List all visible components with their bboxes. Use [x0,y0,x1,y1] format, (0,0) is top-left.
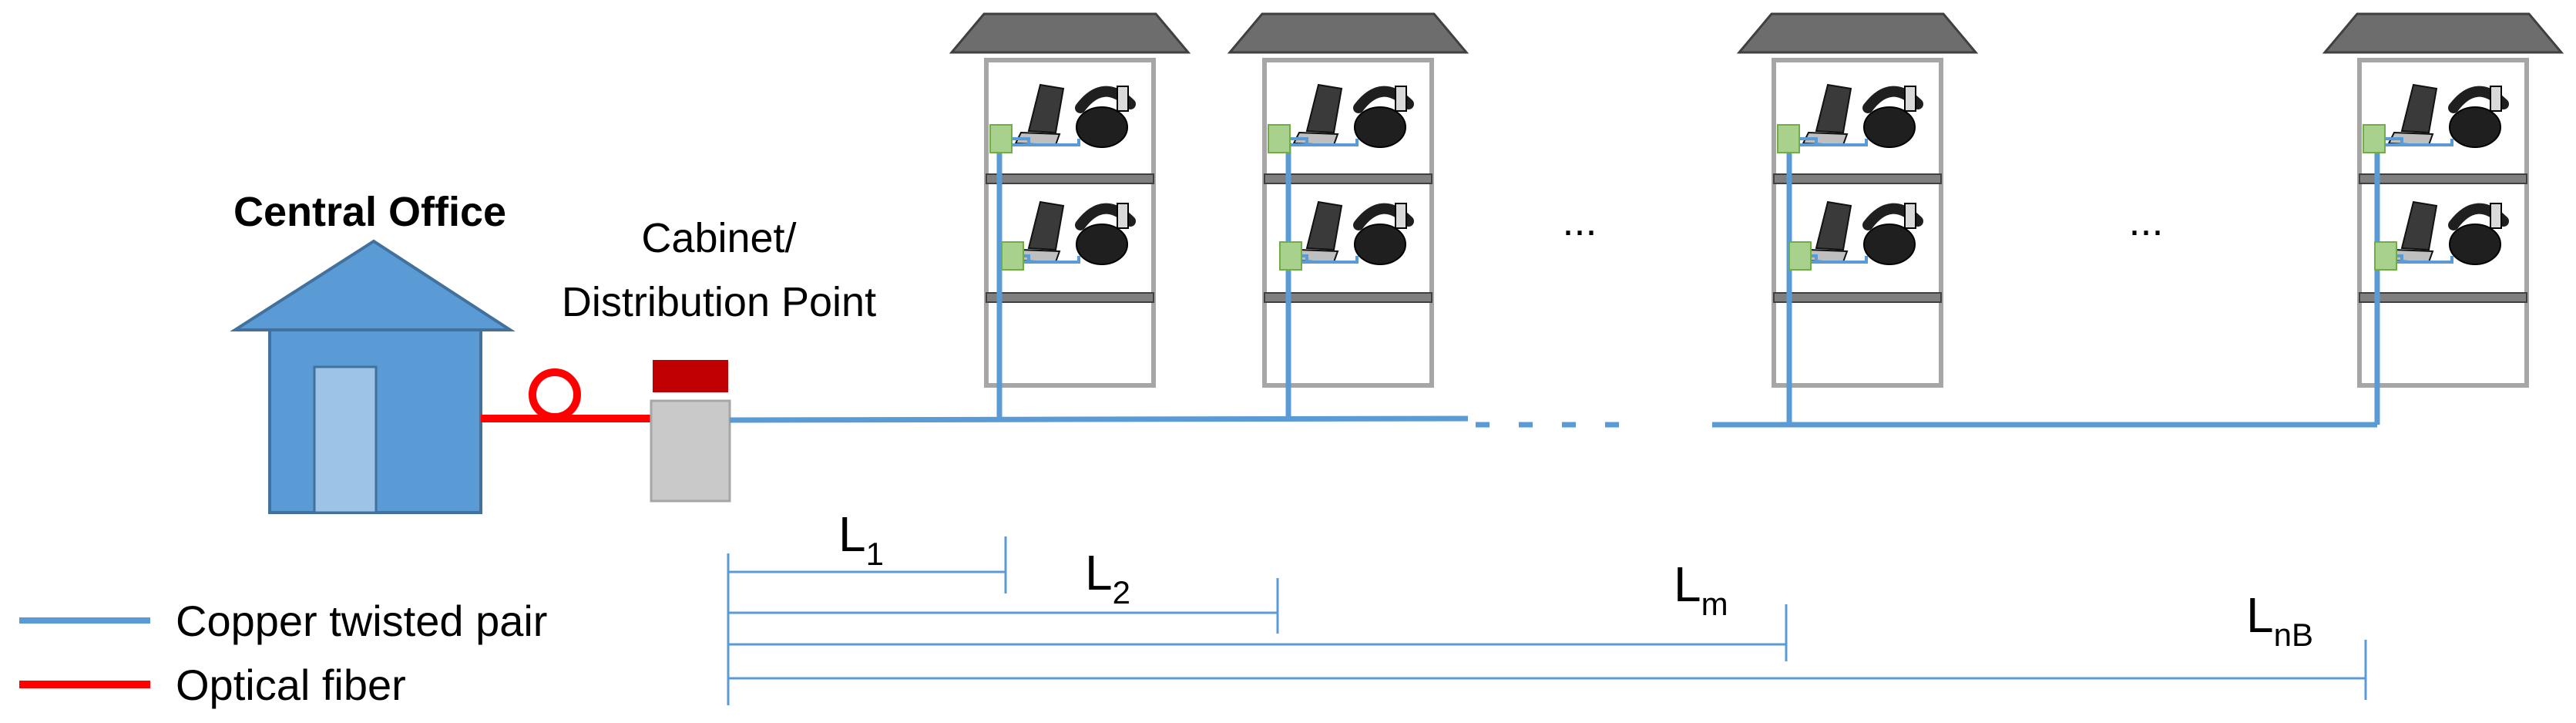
laptop-icon [2387,83,2438,146]
phone-icon [1075,86,1136,148]
network-port-icon [1001,241,1024,271]
phone-icon [1862,86,1923,148]
floor-slab [986,173,1154,184]
in-home-wiring [2387,256,2453,264]
laptop-icon [1292,83,1343,146]
buildings-group [949,12,2564,425]
phone-icon [1075,203,1136,265]
phone-icon [1353,86,1414,148]
ellipsis-buildings-1: ... [1562,198,1597,244]
fiber-loop-icon [529,368,581,421]
floor-slab [1773,173,1942,184]
roof [2322,12,2564,54]
in-home-wiring [1281,139,1359,146]
cabinet-label-line2: Distribution Point [562,279,876,325]
ellipsis-buildings-2: ... [2128,198,2163,244]
in-home-wiring [1014,256,1080,264]
laptop-icon [1014,200,1065,264]
floor-slab [1773,292,1942,303]
legend: Copper twisted pair Optical fiber [19,597,547,709]
network-port-icon [2363,124,2386,153]
legend-fiber-label: Optical fiber [176,661,406,709]
legend-copper-label: Copper twisted pair [176,597,547,645]
network-port-icon [1279,241,1302,271]
roof [1736,12,1979,54]
in-home-wiring [1802,256,1868,264]
copper-bus [729,415,2377,428]
distance-label-l2: L2 [1085,545,1130,610]
floor-slab [1264,292,1432,303]
roof [1227,12,1469,54]
building-icon [1227,12,1469,419]
phone-icon [1353,203,1414,265]
network-port-icon [1777,124,1800,153]
building-icon [2322,12,2564,425]
in-home-wiring [1790,139,1868,146]
network-port-icon [1268,124,1291,153]
phone-icon [2448,203,2509,265]
roof [949,12,1191,54]
distance-label-lm: Lm [1674,557,1728,622]
floor-slab [2359,173,2527,184]
central-office-house-icon [230,239,516,514]
network-port-icon [2374,241,2397,271]
floor-slab [1264,173,1432,184]
cabinet-icon [650,360,731,503]
building-icon [949,12,1191,419]
cabinet-label-line1: Cabinet/ [641,215,796,261]
phone-icon [1862,203,1923,265]
phone-icon [2448,86,2509,148]
in-home-wiring [2376,139,2453,146]
distance-label-lnb: LnB [2246,587,2313,653]
floor-slab [2359,292,2527,303]
in-home-wiring [1003,139,1080,146]
distance-label-l1: L1 [838,506,884,572]
building-icon [1736,12,1979,425]
laptop-icon [1292,200,1343,264]
network-port-icon [989,124,1013,153]
floor-slab [986,292,1154,303]
central-office-label: Central Office [233,189,506,235]
optical-fiber-link [481,368,651,422]
in-home-wiring [1292,256,1359,264]
distance-dimensions [727,536,2367,705]
network-port-icon [1788,241,1812,271]
